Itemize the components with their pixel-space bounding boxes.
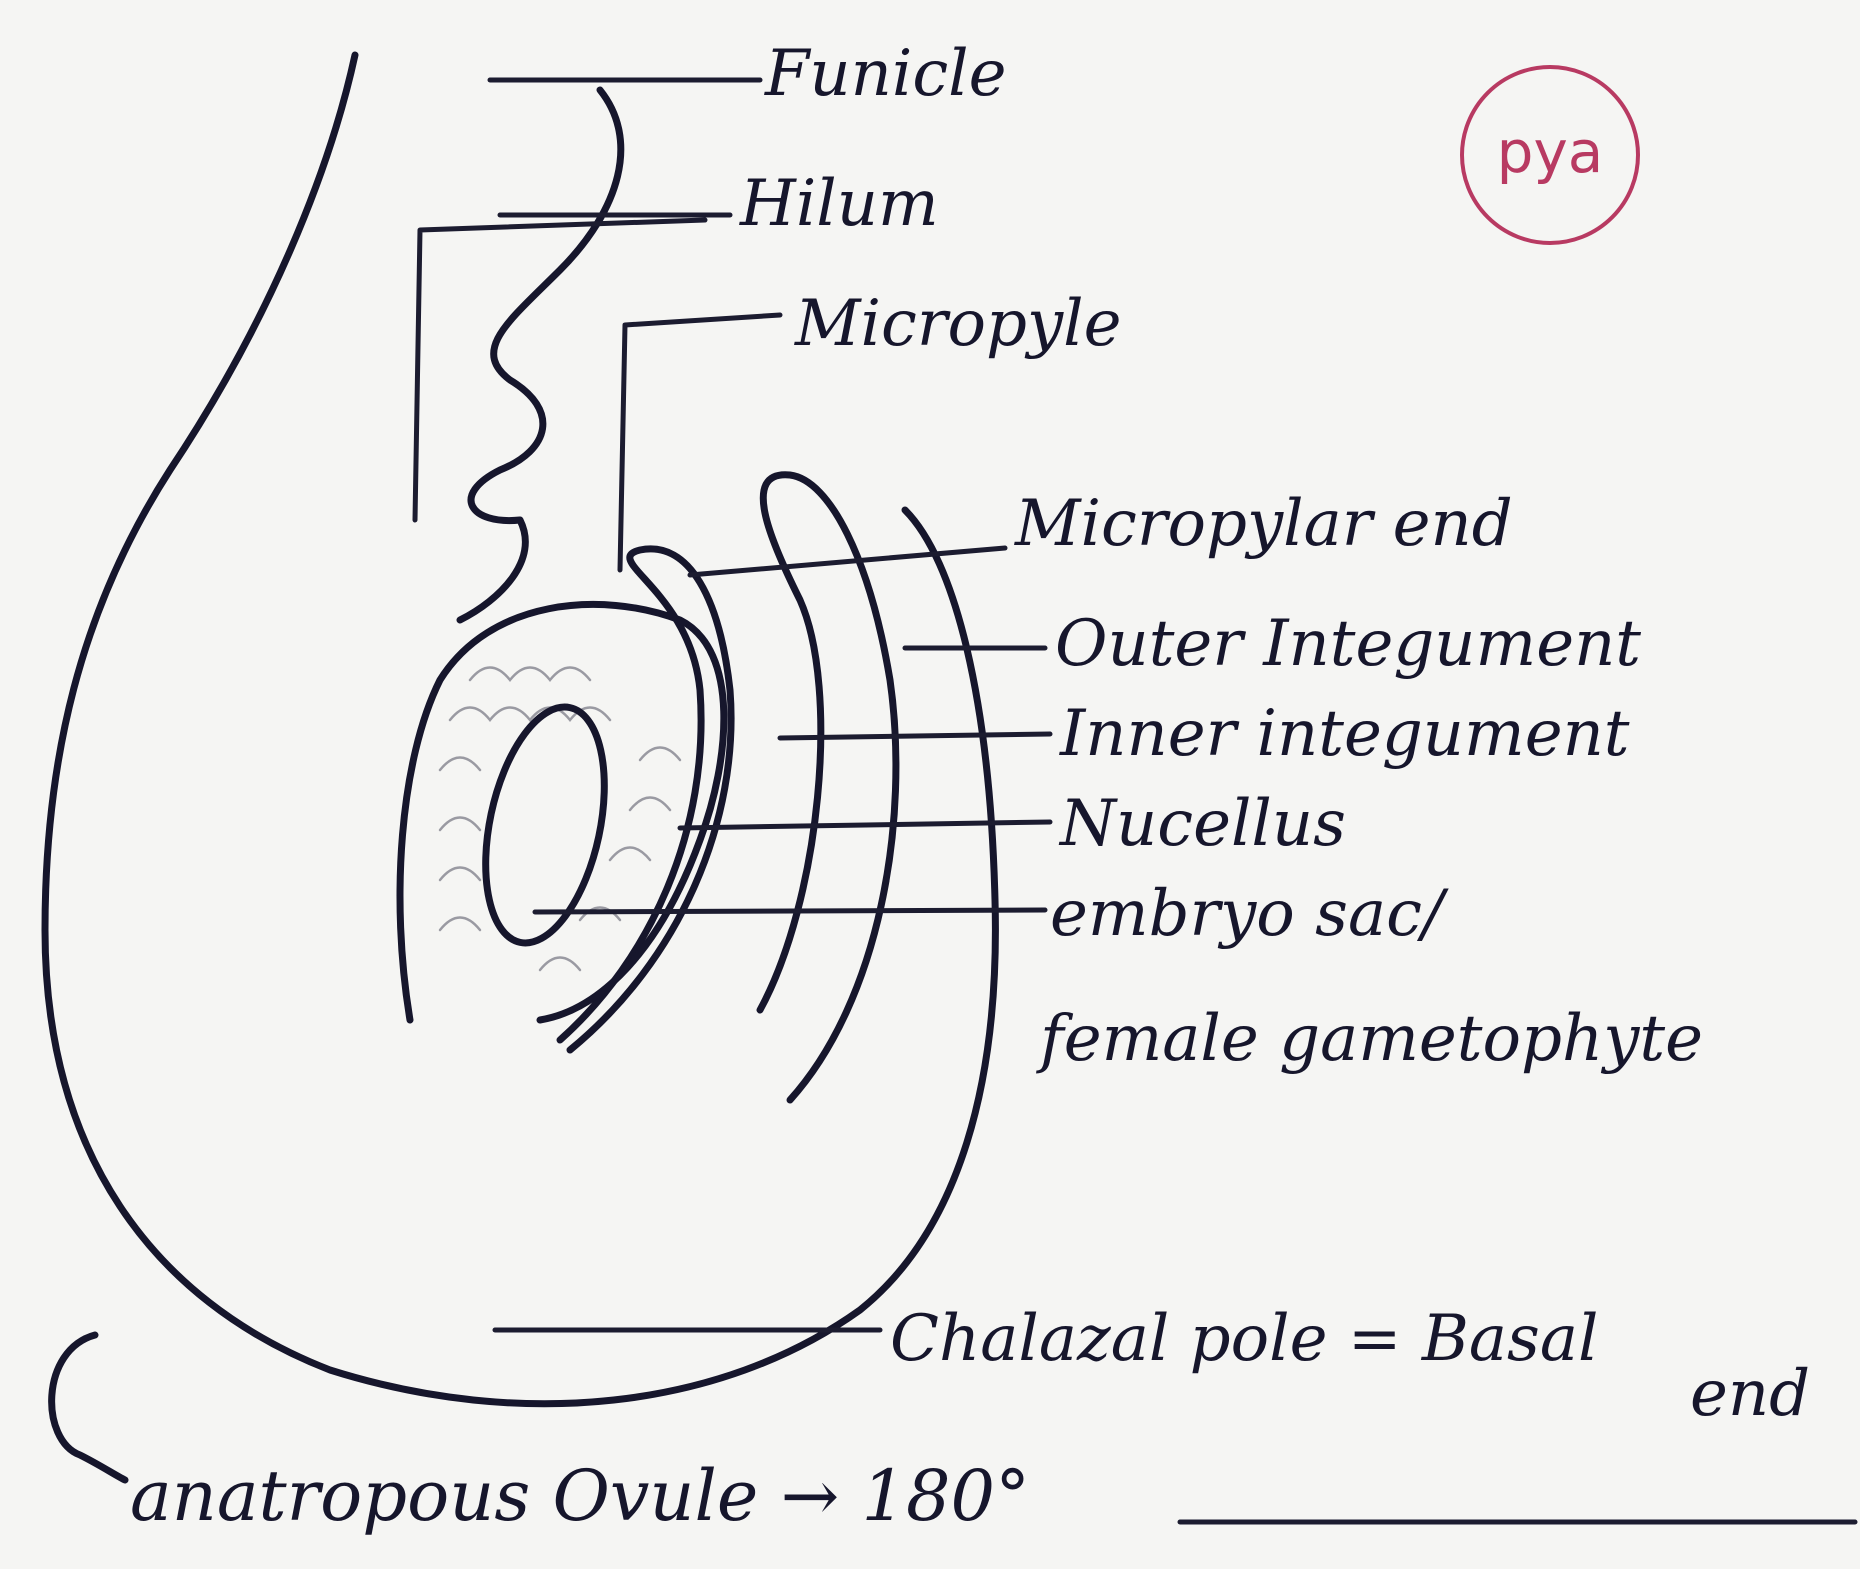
label-chalazal-pole: Chalazal pole = Basal <box>890 1302 1598 1376</box>
label-nucellus: Nucellus <box>1058 787 1346 861</box>
embryo-sac-pointer <box>535 910 1045 912</box>
label-micropyle: Micropyle <box>794 287 1121 361</box>
label-hilum: Hilum <box>739 167 939 241</box>
inner-integument-outline <box>560 549 731 1050</box>
micropyle-bracket <box>620 315 780 570</box>
label-chalazal-end: end <box>1690 1357 1810 1431</box>
label-inner-integument: Inner integument <box>1059 697 1630 771</box>
label-embryo-sac: embryo sac/ <box>1050 877 1449 951</box>
label-funicle: Funicle <box>764 37 1007 111</box>
caption: anatropous Ovule → 180° <box>130 1455 1030 1537</box>
label-female-gametophyte: female gametophyte <box>1036 1002 1703 1076</box>
hilum-bracket <box>415 220 705 520</box>
micropylar-end-pointer <box>690 548 1005 575</box>
embryo-sac <box>466 696 623 954</box>
funicle-stalk <box>460 90 621 620</box>
caption-hook <box>52 1335 125 1480</box>
label-micropylar-end: Micropylar end <box>1014 487 1513 561</box>
ovule-outer-outline <box>45 55 995 1404</box>
label-outer-integument: Outer Integument <box>1055 607 1641 681</box>
stamp-text: pya <box>1497 118 1604 186</box>
